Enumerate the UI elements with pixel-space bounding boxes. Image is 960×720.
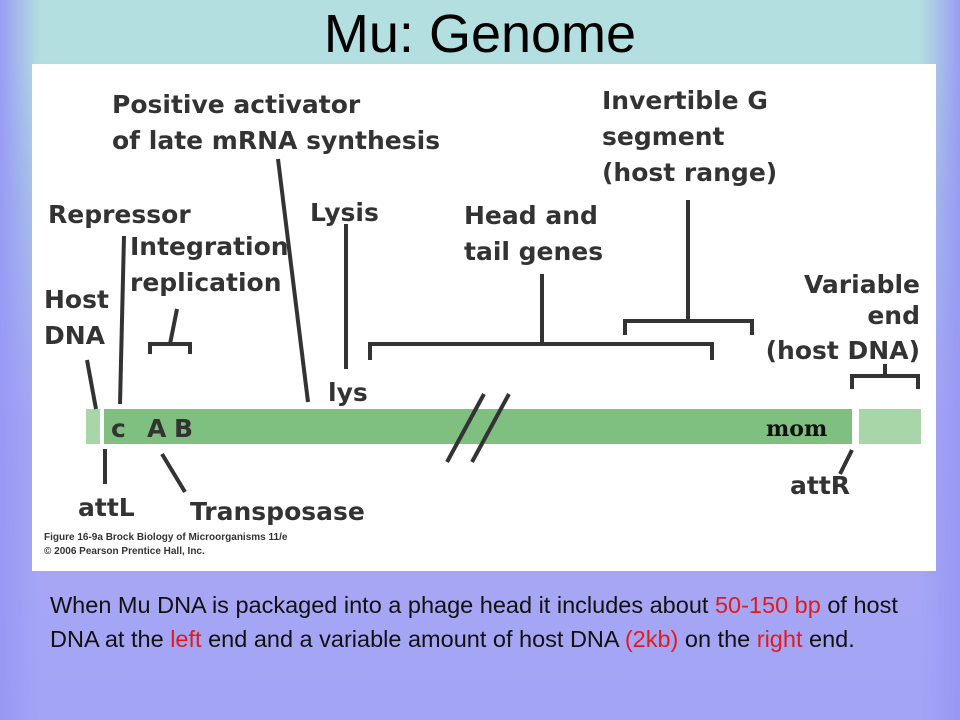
genome-figure: Positive activator of late mRNA synthesi… [32,64,936,571]
caption-part-2: of host DNA at the [50,592,898,652]
caption-part-1: When Mu DNA is packaged into a phage hea… [50,592,715,618]
positive-activator-pointer [276,158,310,403]
genome-diagram: Positive activator of late mRNA synthesi… [44,86,921,557]
variable-end-label-line3: (host DNA) [766,336,920,365]
head-tail-label-line2: tail genes [464,237,603,266]
left-host-dna-segment [86,409,100,444]
attr-label: attR [790,471,850,500]
repressor-label: Repressor [48,200,191,229]
lysis-label: Lysis [310,198,379,227]
positive-activator-label-line1: Positive activator [112,90,361,119]
caption-highlight-right: right [756,626,803,652]
genome-bar [104,409,852,444]
invertible-label-line3: (host range) [602,158,777,187]
variable-end-label-line1: Variable [804,270,920,299]
slide-title: Mu: Genome [323,4,637,64]
figure-credit-line1: Figure 16-9a Brock Biology of Microorgan… [44,532,288,543]
invertible-label-line2: segment [602,122,725,151]
caption-part-4: on the [678,626,757,652]
head-tail-label-line1: Head and [464,201,598,230]
lys-label: lys [328,378,368,407]
integration-label-line1: Integration [130,232,289,261]
right-host-dna-segment [859,409,921,444]
break-mark-1 [445,393,486,463]
transposase-label: Transposase [190,497,365,526]
caption-highlight-left: left [170,626,202,652]
gene-b-label: B [174,414,193,443]
caption-part-3: end and a variable amount of host DNA [201,626,625,652]
variable-end-label-line2: end [867,301,920,330]
gene-c-label: c [111,414,126,443]
attr-pointer [838,449,854,475]
integration-label-line2: replication [130,268,282,297]
repressor-pointer [118,235,126,405]
invertible-bracket [623,319,754,335]
invertible-label-line1: Invertible G [602,86,768,115]
caption-highlight-2kb: (2kb) [624,626,679,652]
gene-a-label: A [147,414,167,443]
caption-part-5: end. [802,626,855,652]
head-tail-bracket [368,342,714,360]
integration-bracket [148,342,192,354]
host-dna-label-line2: DNA [44,321,106,350]
integration-pointer [168,308,179,345]
figure-credit-line2: © 2006 Pearson Prentice Hall, Inc. [44,546,205,557]
attl-label: attL [78,493,135,522]
host-dna-label-line1: Host [44,285,109,314]
mom-gene-label: mom [766,416,827,442]
caption-highlight-size: 50-150 bp [714,592,821,618]
positive-activator-label-line2: of late mRNA synthesis [112,126,440,155]
host-dna-pointer [85,359,98,410]
transposase-pointer [160,452,187,494]
variable-end-bracket [850,374,920,389]
break-mark-2 [470,393,511,463]
caption-text: When Mu DNA is packaged into a phage hea… [50,588,930,656]
